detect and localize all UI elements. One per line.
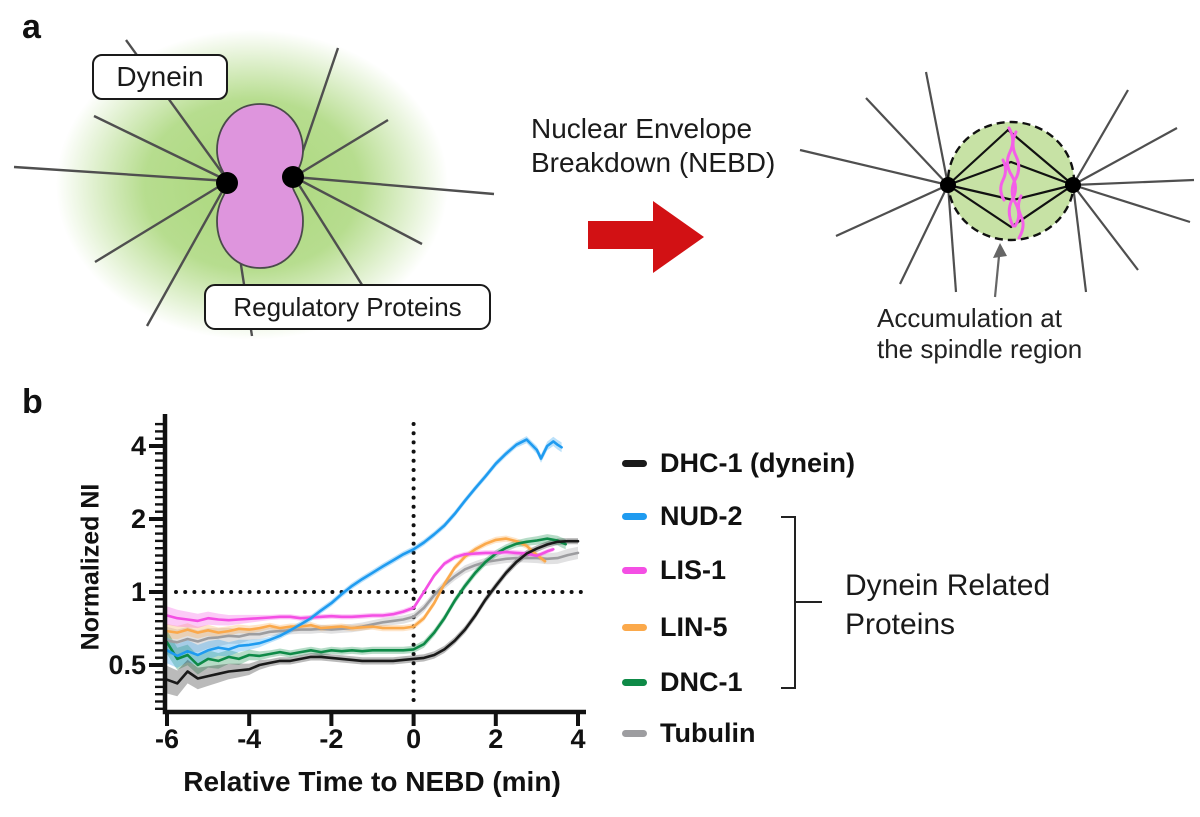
- legend-label-dhc-1: DHC-1 (dynein): [660, 447, 855, 478]
- accumulation-label: Accumulation at the spindle region: [877, 303, 1082, 365]
- legend-group-bracket-top: [781, 516, 795, 518]
- legend-label-dnc-1: DNC-1: [660, 666, 743, 697]
- legend-swatch-nud-2: [622, 512, 647, 520]
- x-tick--4: -4: [237, 724, 261, 754]
- spindle-fibers: [946, 128, 1075, 229]
- legend-swatch-lis-1: [622, 566, 647, 574]
- x-tick-2: 2: [488, 724, 503, 754]
- x-axis-label: Relative Time to NEBD (min): [183, 766, 561, 797]
- legend-group-label: Dynein Related Proteins: [845, 566, 1050, 644]
- legend-item-dnc-1: DNC-1: [622, 666, 743, 697]
- legend-item-nud-2: NUD-2: [622, 500, 743, 531]
- series-lines: [165, 438, 580, 685]
- legend-group-bracket-bottom: [781, 687, 795, 689]
- legend-item-lin-5: LIN-5: [622, 611, 728, 642]
- accumulation-annotation-arrow: [993, 243, 1007, 298]
- regulatory-proteins-label: Regulatory Proteins: [233, 291, 462, 322]
- line-NUD-2: [165, 438, 563, 658]
- x-tick-4: 4: [570, 724, 585, 754]
- axis-tick-labels: 0.5 1 2 4 -6 -4 -2 0 2 4: [108, 431, 585, 754]
- legend-label-lin-5: LIN-5: [660, 611, 728, 642]
- reference-dotted-lines: [174, 422, 583, 702]
- left-cell-centrosomes: [216, 166, 304, 194]
- legend-group-bracket-mid: [796, 601, 822, 603]
- legend-group-label-line1: Dynein Related: [845, 569, 1051, 602]
- right-cell-centrosomes: [940, 177, 1081, 193]
- legend-item-tubulin: Tubulin: [622, 717, 756, 748]
- legend-item-lis-1: LIS-1: [622, 554, 727, 585]
- y-axis-label: Normalized NI: [76, 483, 105, 651]
- axis-ticks: [149, 422, 580, 726]
- nebd-title: Nuclear Envelope Breakdown (NEBD): [531, 112, 775, 180]
- legend-swatch-lin-5: [622, 623, 647, 631]
- band-DHC-1 (dynein): [167, 538, 578, 697]
- line-LIN-5: [165, 537, 547, 634]
- legend-item-dhc-1: DHC-1 (dynein): [622, 447, 855, 478]
- x-tick--6: -6: [155, 724, 179, 754]
- legend-group-bracket: [794, 516, 796, 689]
- dynein-label-box: Dynein: [92, 54, 228, 100]
- y-tick-1: 1: [131, 577, 146, 607]
- band-LIN-5: [167, 535, 546, 640]
- legend-swatch-dhc-1: [622, 459, 647, 467]
- y-tick-0.5: 0.5: [108, 650, 146, 680]
- regulatory-proteins-label-box: Regulatory Proteins: [204, 284, 491, 330]
- nebd-title-line2: Breakdown (NEBD): [531, 147, 776, 178]
- line-Tubulin: [165, 551, 580, 644]
- band-Tubulin: [167, 546, 578, 656]
- legend-swatch-tubulin: [622, 729, 647, 737]
- band-NUD-2: [167, 436, 562, 668]
- nebd-arrow: [588, 201, 704, 273]
- panel-a-letter: a: [22, 8, 41, 46]
- line-DHC-1 (dynein): [165, 539, 580, 685]
- x-tick--2: -2: [319, 724, 343, 754]
- legend-group-label-line2: Proteins: [845, 608, 956, 641]
- left-cell-microtubules: [13, 39, 495, 337]
- panel-b-letter: b: [22, 383, 43, 421]
- chromosomes: [999, 126, 1025, 240]
- legend-swatch-dnc-1: [622, 678, 647, 686]
- dynein-label: Dynein: [116, 61, 204, 92]
- right-cell-microtubules: [799, 71, 1195, 293]
- axis-frame: [162, 414, 586, 715]
- legend-label-tubulin: Tubulin: [660, 717, 756, 748]
- nebd-title-line1: Nuclear Envelope: [531, 113, 753, 144]
- y-tick-2: 2: [131, 504, 146, 534]
- nucleus: [216, 103, 304, 269]
- legend-label-nud-2: NUD-2: [660, 500, 743, 531]
- line-LIS-1: [165, 548, 555, 623]
- x-tick-0: 0: [406, 724, 421, 754]
- line-DNC-1: [165, 537, 567, 667]
- accumulation-label-line2: the spindle region: [877, 334, 1083, 364]
- accumulation-label-line1: Accumulation at: [877, 303, 1062, 333]
- y-tick-4: 4: [131, 431, 146, 461]
- legend-label-lis-1: LIS-1: [660, 554, 727, 585]
